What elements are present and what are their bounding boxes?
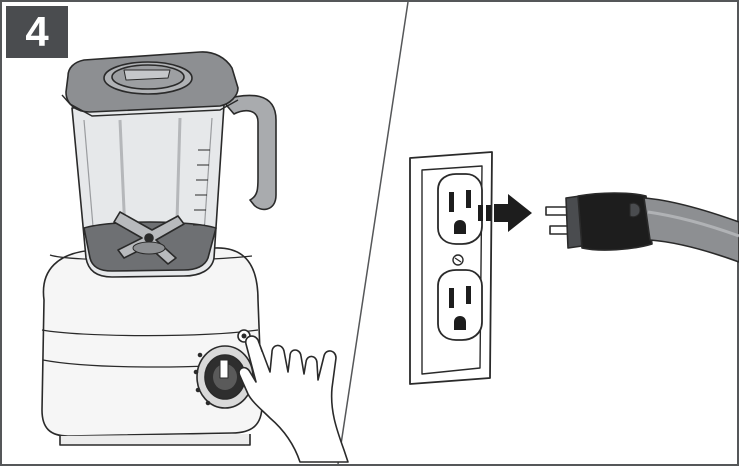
step-number-badge: 4	[6, 6, 68, 58]
hand-pointer	[238, 335, 349, 463]
measurement-marks	[193, 149, 210, 226]
wall-outlet	[409, 151, 493, 385]
outlet-receptacle-top	[437, 173, 483, 245]
panel-divider	[337, 1, 409, 465]
blade-assembly	[113, 211, 185, 265]
outlet-receptacle-bottom	[437, 269, 483, 341]
blender-lid	[61, 51, 239, 117]
blender	[41, 51, 277, 446]
unplug-arrow	[478, 194, 532, 232]
control-dial	[193, 345, 254, 409]
power-cord	[643, 197, 739, 263]
jar-handle	[221, 94, 277, 211]
power-plug	[545, 192, 653, 251]
blender-jar	[71, 104, 225, 278]
plug-prong-top	[545, 206, 569, 216]
